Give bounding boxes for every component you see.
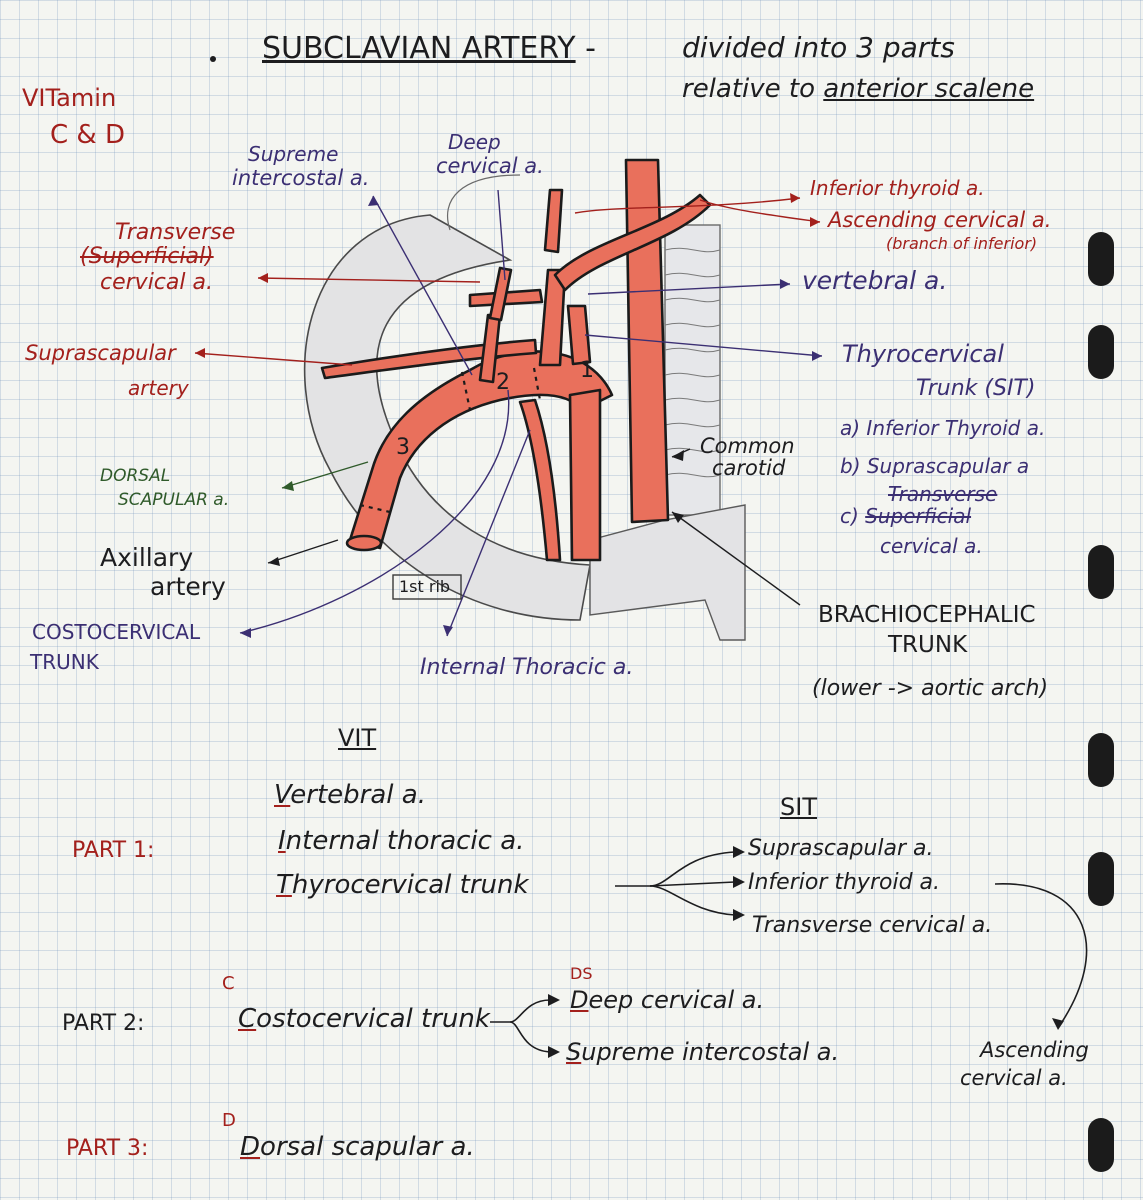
label-deep-cervical-1: Deep [448, 130, 501, 154]
mnemonic-line2: C & D [50, 120, 125, 150]
part2-letter: C [222, 973, 235, 994]
part1-item-initial: V [274, 780, 291, 810]
label-ascending-cervical-2: (branch of inferior) [886, 234, 1038, 253]
part1-item-vertebral: Vertebral a. [274, 782, 426, 808]
label-common-carotid-1: Common [700, 434, 795, 458]
ascending-cervical-1: Ascending [980, 1038, 1089, 1062]
title-line1: divided into 3 parts [682, 31, 955, 64]
part-number-2: 2 [496, 370, 510, 395]
vit-heading: VIT [338, 724, 377, 752]
part2-branch-initial: S [566, 1038, 582, 1066]
title-bullet [210, 56, 216, 62]
label-inferior-thyroid: Inferior thyroid a. [810, 176, 985, 200]
part2-costocervical: Costocervical trunk [238, 1006, 490, 1032]
title-line2: relative to anterior scalene [682, 76, 1034, 102]
label-ascending-cervical-1: Ascending cervical a. [828, 208, 1052, 232]
label-costocervical-2: TRUNK [30, 650, 99, 674]
label-first-rib: 1st rib [399, 577, 451, 596]
label-vertebral: vertebral a. [802, 266, 948, 295]
brachiocephalic-block [589, 504, 746, 641]
binder-hole [1088, 232, 1114, 286]
part2-supreme-intercostal: Supreme intercostal a. [566, 1040, 839, 1064]
label-supreme-intercostal-2: intercostal a. [232, 166, 370, 190]
label-axillary-1: Axillary [100, 543, 194, 572]
part3-letter: D [222, 1110, 236, 1131]
subclavian-origin [568, 388, 602, 562]
part1-item-rest: ertebral a. [290, 780, 426, 810]
title-line2-prefix: relative to [682, 74, 816, 104]
part2-ds-letters: DS [570, 964, 593, 983]
part1-item-rest: hyrocervical trunk [291, 870, 529, 900]
part-number-3: 3 [396, 435, 410, 460]
sit-item-suprascapular: Suprascapular a. [748, 836, 934, 861]
vertebral-artery [566, 304, 592, 366]
part2-rest: ostocervical trunk [256, 1004, 490, 1034]
label-axillary-2: artery [150, 572, 226, 601]
part1-item-initial: T [276, 870, 292, 900]
sit-item-inferior-thyroid: Inferior thyroid a. [748, 870, 941, 895]
part3-rest: orsal scapular a. [260, 1132, 475, 1162]
part2-deep-cervical: Deep cervical a. [570, 988, 764, 1012]
label-transverse-cervical-1: Transverse [115, 220, 236, 245]
label-suprascapular-2: artery [128, 376, 189, 400]
label-thyrocervical-2: Trunk (SIT) [916, 376, 1036, 401]
part2-branch-rest: upreme intercostal a. [581, 1038, 840, 1066]
part3-initial: D [240, 1132, 261, 1162]
part1-label: PART 1: [72, 838, 155, 863]
sit-list-struck1: Transverse [888, 482, 998, 506]
axillary-end [345, 534, 383, 552]
label-deep-cervical-2: cervical a. [436, 154, 544, 178]
part1-item-rest: nternal thoracic a. [285, 826, 525, 856]
sit-list-c: c) Superficial [840, 506, 971, 526]
title-dash: - [585, 31, 596, 66]
title-main: SUBCLAVIAN ARTERY - [262, 34, 596, 64]
label-transverse-cervical-3: cervical a. [100, 270, 213, 295]
part1-item-initial: I [278, 826, 286, 856]
label-common-carotid-2: carotid [712, 456, 786, 480]
label-dorsal-scapular-2: SCAPULAR a. [118, 490, 230, 510]
label-dorsal-scapular-1: DORSAL [100, 466, 171, 486]
sit-list-b: b) Suprascapular a [840, 454, 1030, 478]
binder-hole [1088, 545, 1114, 599]
part3-label: PART 3: [66, 1136, 149, 1161]
sit-list-c-line2: cervical a. [880, 534, 983, 558]
mnemonic-line1: VITamin [22, 84, 117, 112]
title-text: SUBCLAVIAN ARTERY [262, 31, 576, 66]
part2-branch-initial: D [570, 986, 589, 1014]
binder-hole [1088, 1118, 1114, 1172]
sit-heading: SIT [780, 793, 817, 821]
label-costocervical-1: COSTOCERVICAL [32, 620, 201, 644]
part-number-1: 1 [580, 358, 594, 383]
deep-cervical-artery [488, 266, 513, 322]
ascending-cervical-artery [543, 188, 564, 254]
label-brachio-note: (lower -> aortic arch) [812, 676, 1049, 701]
label-suprascapular-1: Suprascapular [25, 341, 176, 365]
title-line2-underlined: anterior scalene [823, 74, 1035, 104]
label-brachiocephalic-2: TRUNK [888, 632, 968, 658]
sit-list-a: a) Inferior Thyroid a. [840, 416, 1046, 440]
internal-thoracic-artery [518, 398, 562, 562]
sit-list-c-prefix: c) [840, 504, 859, 528]
label-thyrocervical-1: Thyrocervical [842, 340, 1004, 368]
part3-dorsal-scapular: Dorsal scapular a. [240, 1134, 475, 1160]
part1-item-thyrocervical: Thyrocervical trunk [276, 872, 529, 898]
sit-item-transverse-cervical: Transverse cervical a. [752, 913, 993, 938]
label-brachiocephalic-1: BRACHIOCEPHALIC [818, 602, 1036, 628]
rib-label-box [392, 574, 462, 600]
label-supreme-intercostal-1: Supreme [248, 142, 339, 166]
part2-initial: C [238, 1004, 257, 1034]
ascending-cervical-2: cervical a. [960, 1066, 1068, 1090]
label-transverse-cervical-struck: (Superficial) [80, 244, 214, 269]
part2-label: PART 2: [62, 1011, 145, 1036]
sit-list-struck2: Superficial [865, 504, 972, 528]
binder-hole [1088, 733, 1114, 787]
binder-hole [1088, 852, 1114, 906]
part1-item-internal-thoracic: Internal thoracic a. [278, 828, 524, 854]
part2-branch-rest: eep cervical a. [588, 986, 765, 1014]
binder-hole [1088, 325, 1114, 379]
label-internal-thoracic: Internal Thoracic a. [420, 655, 634, 680]
